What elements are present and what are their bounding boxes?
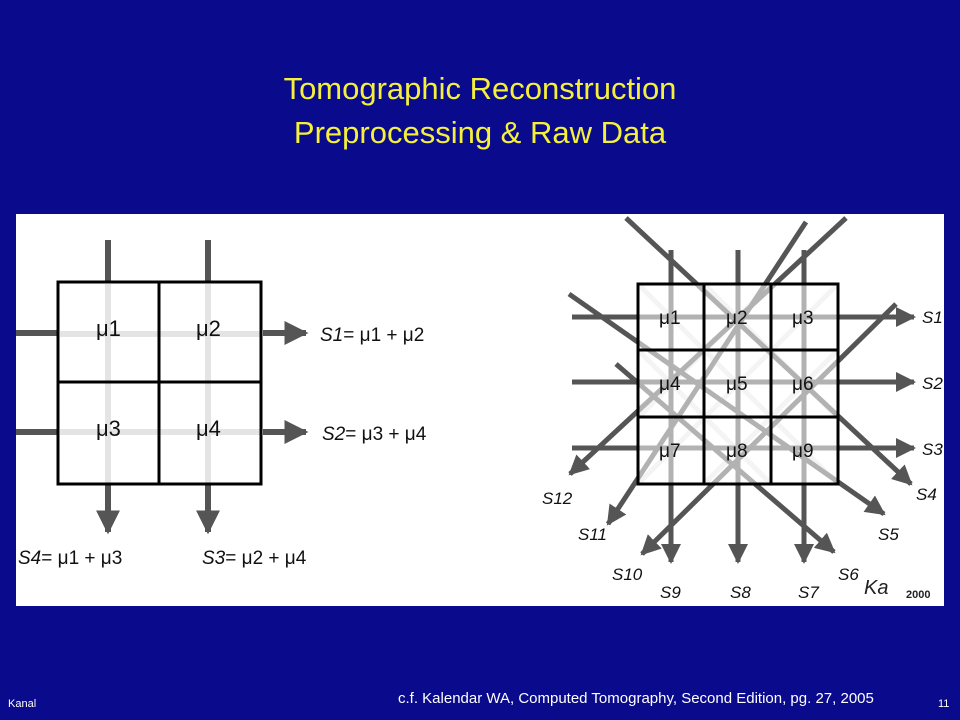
- ray-label-s5: S5: [878, 525, 899, 544]
- sum-s2-lhs: S2: [322, 424, 346, 445]
- svg-text:S3= μ2 + μ4: S3= μ2 + μ4: [202, 548, 307, 569]
- left-cell-mu1: μ1: [96, 316, 121, 341]
- ray-label-s4: S4: [916, 485, 937, 504]
- right-cell-mu3: μ3: [792, 308, 814, 329]
- ray-label-s8: S8: [730, 583, 751, 602]
- sum-s4-rhs: = μ1 + μ3: [41, 548, 122, 569]
- right-cell-mu5: μ5: [726, 374, 748, 395]
- signature-logo: Ka 2000: [864, 577, 930, 601]
- left-grid: [56, 280, 263, 486]
- svg-text:S1= μ1 + μ2: S1= μ1 + μ2: [320, 325, 424, 346]
- footer-citation: c.f. Kalendar WA, Computed Tomography, S…: [398, 690, 874, 707]
- right-cell-mu8: μ8: [726, 441, 748, 462]
- projection-diagram: μ1 μ2 μ3 μ4 S1= μ1 + μ2 S2= μ3 + μ4 S4= …: [16, 216, 943, 602]
- left-ray-arrows: [96, 321, 309, 535]
- svg-text:S2= μ3 + μ4: S2= μ3 + μ4: [322, 424, 427, 445]
- right-cell-mu2: μ2: [726, 308, 748, 329]
- right-grid-diagram: μ1 μ2 μ3 μ4 μ5 μ6 μ7 μ8 μ9 S1 S2 S3 S4 S…: [542, 216, 943, 602]
- left-cell-mu3: μ3: [96, 416, 121, 441]
- left-cell-mu2: μ2: [196, 316, 221, 341]
- ray-label-s12: S12: [542, 489, 573, 508]
- right-grid: [636, 282, 840, 486]
- ray-label-s6: S6: [838, 565, 859, 584]
- right-cell-mu7: μ7: [659, 441, 681, 462]
- left-ray-stubs: [16, 240, 211, 435]
- ray-label-s2: S2: [922, 374, 943, 393]
- left-cell-mu4: μ4: [196, 416, 221, 441]
- sum-s4-lhs: S4: [18, 548, 41, 569]
- diagram-panel: μ1 μ2 μ3 μ4 S1= μ1 + μ2 S2= μ3 + μ4 S4= …: [16, 214, 944, 606]
- ray-label-s10: S10: [612, 565, 643, 584]
- slide-title-line-1: Tomographic Reconstruction: [283, 71, 677, 106]
- right-cell-mu9: μ9: [792, 441, 814, 462]
- footer-author: Kanal: [8, 698, 37, 710]
- ray-label-s9: S9: [660, 583, 681, 602]
- right-cell-mu1: μ1: [659, 308, 681, 329]
- sum-s1-rhs: = μ1 + μ2: [343, 325, 424, 346]
- ray-label-s1: S1: [922, 308, 943, 327]
- ray-label-s7: S7: [798, 583, 819, 602]
- page-number: 11: [938, 698, 950, 710]
- sum-s3-lhs: S3: [202, 548, 226, 569]
- right-cell-mu6: μ6: [792, 374, 814, 395]
- ray-label-s3: S3: [922, 440, 943, 459]
- signature-year: 2000: [906, 589, 930, 601]
- right-cell-mu4: μ4: [659, 374, 681, 395]
- left-grid-diagram: μ1 μ2 μ3 μ4 S1= μ1 + μ2 S2= μ3 + μ4 S4= …: [16, 240, 427, 569]
- sum-s3-rhs: = μ2 + μ4: [225, 548, 306, 569]
- sum-s1-lhs: S1: [320, 325, 343, 346]
- sum-s2-rhs: = μ3 + μ4: [345, 424, 426, 445]
- svg-text:S4= μ1 + μ3: S4= μ1 + μ3: [18, 548, 122, 569]
- slide-title-line-2: Preprocessing & Raw Data: [293, 115, 667, 150]
- ray-label-s11: S11: [578, 525, 607, 544]
- signature-text: Ka: [864, 577, 888, 599]
